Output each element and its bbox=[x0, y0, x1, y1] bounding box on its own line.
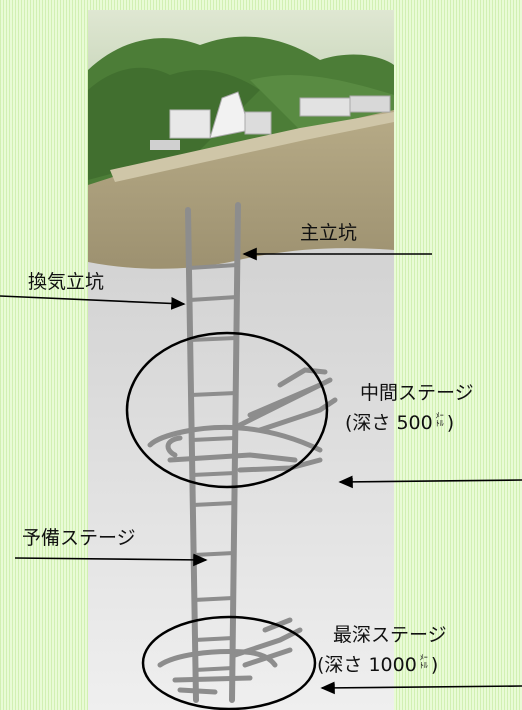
deepest-stage-highlight bbox=[141, 615, 317, 710]
ventilation-shaft-arrow bbox=[0, 295, 186, 310]
leader-arrows bbox=[0, 247, 522, 695]
reserve-stage-label: 予備ステージ bbox=[22, 527, 136, 549]
deepest-stage-label: 最深ステージ bbox=[333, 624, 447, 646]
deepest-stage-arrow bbox=[320, 681, 522, 695]
shaft-crossings bbox=[187, 263, 239, 672]
ground-surface bbox=[88, 110, 394, 269]
main-shaft-label: 主立坑 bbox=[300, 222, 358, 244]
middle-stage-arrow bbox=[338, 475, 522, 489]
reserve-stage-arrow bbox=[14, 553, 208, 567]
ventilation-shaft-label: 換気立坑 bbox=[28, 271, 105, 293]
surface-facility bbox=[150, 91, 391, 150]
middle-stage-highlight bbox=[125, 331, 329, 489]
ventilation-shaft bbox=[185, 207, 199, 703]
middle-stage-tunnels bbox=[147, 367, 338, 473]
underground-illustration bbox=[88, 10, 394, 710]
middle-stage-label: 中間ステージ bbox=[360, 382, 474, 404]
meter-unit: ﾒｰﾄﾙ bbox=[435, 411, 444, 428]
meter-unit: ﾒｰﾄﾙ bbox=[419, 653, 428, 670]
